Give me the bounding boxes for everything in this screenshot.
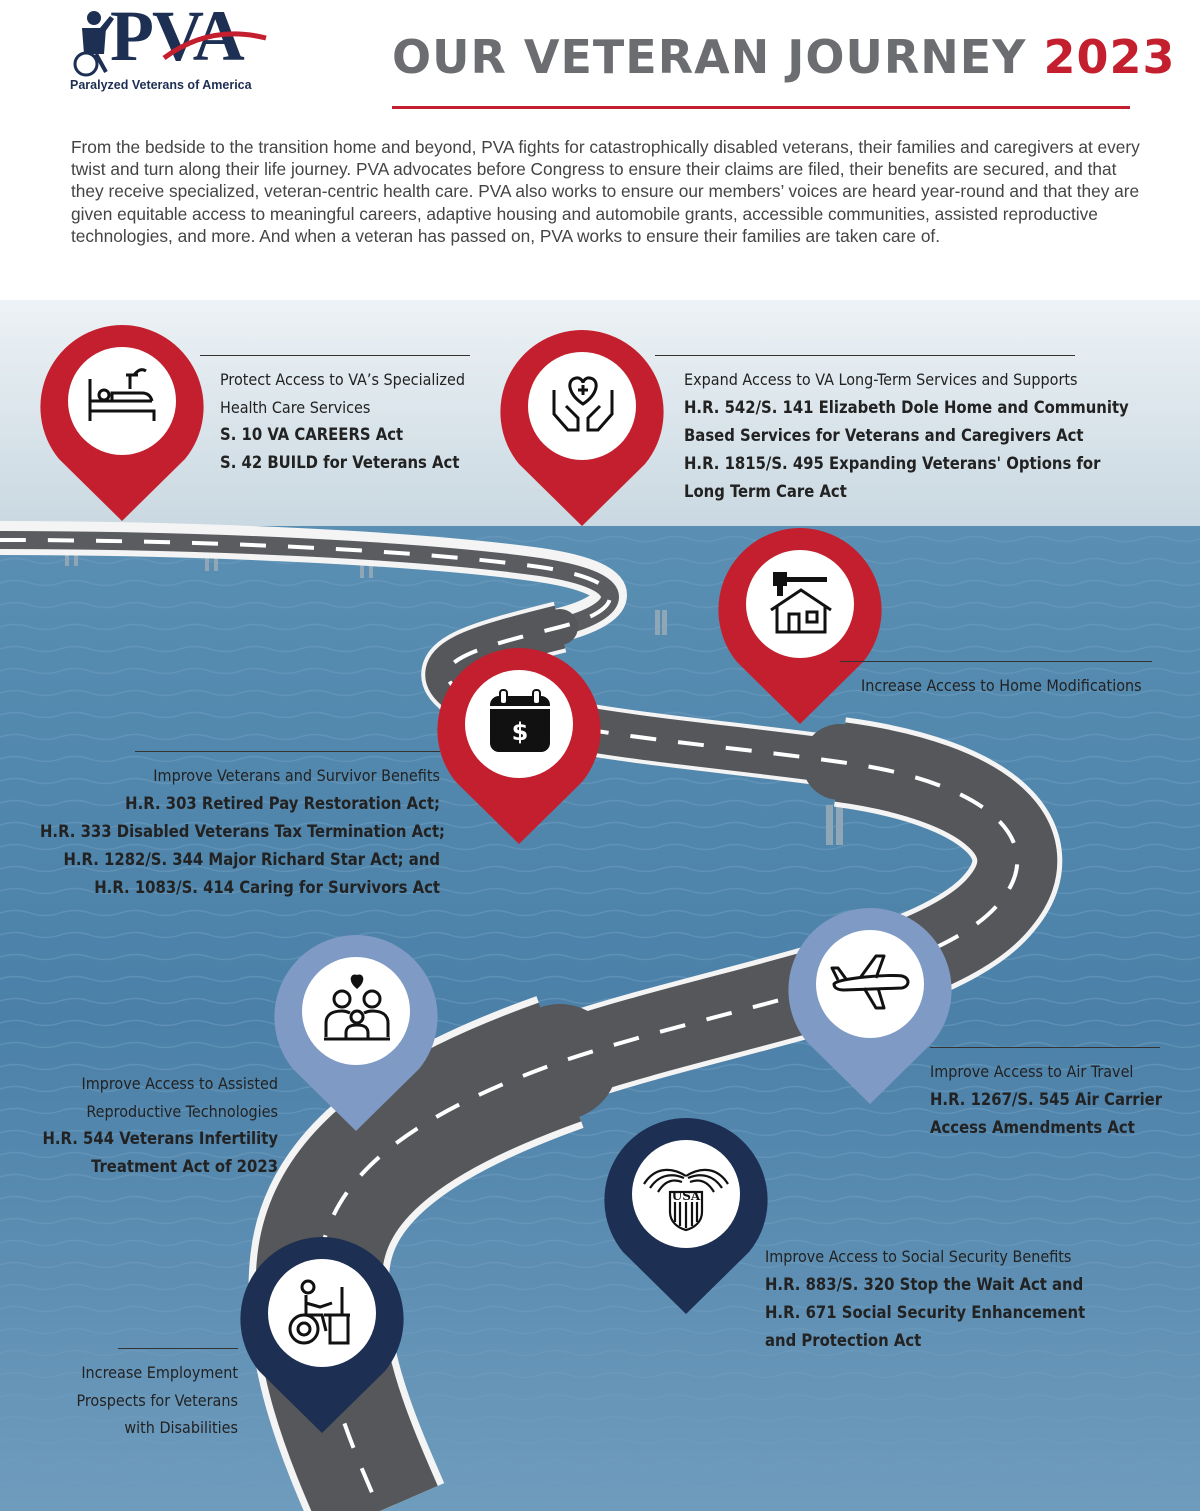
saluting-veteran-icon: [73, 11, 114, 77]
hospital-bed-icon: [88, 368, 156, 421]
family-heart-icon: [324, 974, 390, 1041]
bill-line: H.R. 1267/S. 545 Air Carrier: [930, 1089, 1163, 1109]
airplane-icon: [830, 954, 910, 1010]
heading-line: Protect Access to VA’s Specialized: [220, 370, 465, 389]
bill-line: H.R. 303 Retired Pay Restoration Act;: [125, 793, 440, 813]
pin-social-security[interactable]: USA: [604, 1118, 769, 1323]
calendar-dollar-icon: $: [490, 689, 550, 752]
bill-line: S. 10 VA CAREERS Act: [220, 425, 404, 444]
heading-line: Increase Employment: [81, 1363, 238, 1382]
bill-line: and Protection Act: [765, 1330, 922, 1350]
stop-benefits: Improve Veterans and Survivor Benefits H…: [40, 751, 445, 902]
pin-home-modifications[interactable]: [718, 528, 883, 733]
bill-line: H.R. 542/S. 141 Elizabeth Dole Home and …: [684, 397, 1129, 417]
bill-line: Treatment Act of 2023: [91, 1157, 278, 1176]
bill-line: H.R. 1083/S. 414 Caring for Survivors Ac…: [94, 877, 440, 897]
usa-text: USA: [672, 1189, 701, 1203]
stop-air-travel: Improve Access to Air Travel H.R. 1267/S…: [930, 1047, 1170, 1142]
wheelchair-desk-icon: [288, 1279, 350, 1345]
bill-line: Long Term Care Act: [684, 481, 847, 501]
bill-line: H.R. 333 Disabled Veterans Tax Terminati…: [40, 821, 445, 841]
title-year: 2023: [1043, 30, 1176, 84]
heading-line: Improve Access to Assisted: [81, 1074, 278, 1093]
house-hammer-icon: [770, 572, 832, 634]
stop-home-modifications: Increase Access to Home Modifications: [840, 661, 1152, 700]
bill-line: H.R. 671 Social Security Enhancement: [765, 1302, 1086, 1322]
bill-line: Access Amendments Act: [930, 1117, 1135, 1137]
bill-line: S. 42 BUILD for Veterans Act: [220, 453, 460, 472]
heading-line: Improve Access to Social Security Benefi…: [765, 1247, 1072, 1266]
intro-paragraph: From the bedside to the transition home …: [71, 137, 1140, 246]
heading-line: Expand Access to VA Long-Term Services a…: [684, 370, 1078, 389]
stop-social-security: Improve Access to Social Security Benefi…: [765, 1243, 1095, 1355]
divider: [118, 1348, 238, 1349]
page-title: OUR VETERAN JOURNEY 2023: [392, 34, 1176, 80]
heading-line: Increase Access to Home Modifications: [861, 676, 1142, 695]
divider: [655, 355, 1075, 356]
heading-line: Improve Access to Air Travel: [930, 1062, 1134, 1081]
divider: [200, 355, 470, 356]
bridge-piers: [65, 548, 843, 845]
stop-long-term: Expand Access to VA Long-Term Services a…: [655, 355, 1129, 506]
pin-benefits[interactable]: $: [437, 648, 602, 853]
pin-air-travel[interactable]: [788, 908, 953, 1113]
divider: [840, 661, 1152, 662]
usa-eagle-icon: USA: [643, 1168, 729, 1232]
divider: [930, 1047, 1160, 1048]
logo-swoosh: [162, 31, 267, 61]
bill-line: H.R. 1815/S. 495 Expanding Veterans' Opt…: [684, 453, 1101, 473]
bill-line: H.R. 1282/S. 344 Major Richard Star Act;…: [63, 849, 440, 869]
pin-health-care[interactable]: [40, 325, 205, 530]
title-main: OUR VETERAN JOURNEY: [392, 30, 1027, 84]
heading-line: Health Care Services: [220, 397, 371, 417]
bill-line: H.R. 883/S. 320 Stop the Wait Act and: [765, 1274, 1084, 1294]
heading-line: with Disabilities: [124, 1418, 238, 1437]
heading-line: Improve Veterans and Survivor Benefits: [153, 766, 440, 785]
stop-reproductive: Improve Access to Assisted Reproductive …: [30, 1070, 278, 1181]
caring-hands-icon: [552, 376, 614, 432]
bill-line: H.R. 544 Veterans Infertility: [42, 1129, 278, 1148]
stop-health-care: Protect Access to VA’s Specialized Healt…: [200, 355, 470, 477]
stop-employment: Increase Employment Prospects for Vetera…: [40, 1348, 238, 1442]
pva-logo[interactable]: PVA Paralyzed Veterans of America: [70, 0, 270, 98]
pin-reproductive[interactable]: [274, 935, 439, 1140]
heading-line: Prospects for Veterans: [76, 1390, 238, 1410]
pin-long-term[interactable]: [500, 330, 665, 535]
bill-line: Based Services for Veterans and Caregive…: [684, 425, 1084, 445]
pin-employment[interactable]: [240, 1237, 405, 1442]
divider: [135, 751, 440, 752]
svg-text:$: $: [512, 718, 529, 746]
title-divider: [392, 106, 1130, 109]
logo-subtitle: Paralyzed Veterans of America: [70, 78, 252, 92]
heading-line: Reproductive Technologies: [86, 1101, 278, 1121]
